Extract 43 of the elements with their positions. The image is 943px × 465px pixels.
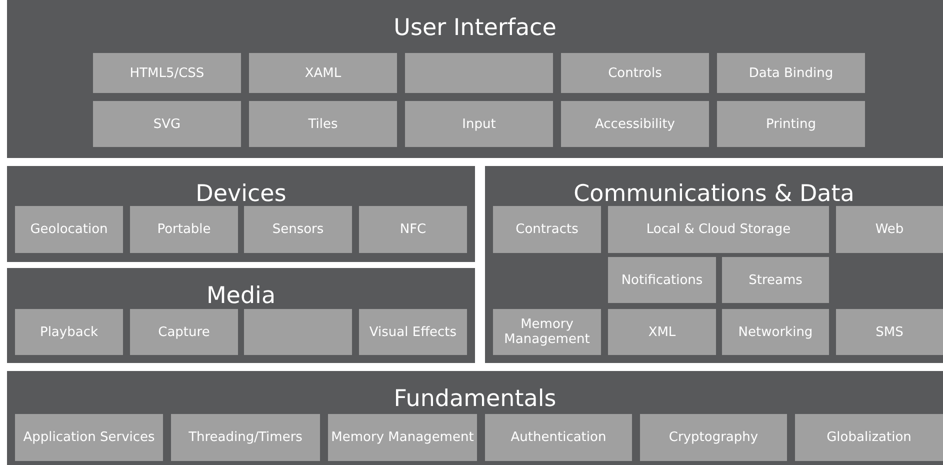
- component-tile: Web: [836, 206, 943, 253]
- component-tile: Input: [405, 101, 553, 147]
- component-tile: Notifications: [608, 257, 716, 303]
- component-tile: Streams: [722, 257, 829, 303]
- component-tile: SVG: [93, 101, 241, 147]
- component-tile: Globalization: [795, 414, 943, 461]
- layer-heading: Fundamentals: [392, 385, 558, 413]
- component-tile: Cryptography: [640, 414, 787, 461]
- component-tile: XAML: [249, 53, 397, 93]
- component-tile: Portable: [130, 206, 238, 253]
- component-tile: Threading/Timers: [171, 414, 320, 461]
- component-tile: Sensors: [244, 206, 352, 253]
- component-tile: Memory Management: [328, 414, 477, 461]
- layer-heading: User Interface: [392, 14, 558, 42]
- component-tile: Authentication: [485, 414, 632, 461]
- component-tile: NFC: [359, 206, 467, 253]
- component-tile: [405, 53, 553, 93]
- component-tile: Playback: [15, 309, 123, 355]
- component-tile: Local & Cloud Storage: [608, 206, 829, 253]
- layer-heading: Communications & Data: [572, 180, 856, 208]
- layer-panel: [7, 268, 475, 363]
- component-tile: Application Services: [15, 414, 163, 461]
- component-tile: Networking: [722, 309, 829, 355]
- component-tile: Accessibility: [561, 101, 709, 147]
- component-tile: Controls: [561, 53, 709, 93]
- layer-panel: [485, 166, 943, 363]
- layer-panel: [7, 0, 943, 158]
- component-tile: HTML5/CSS: [93, 53, 241, 93]
- layer-heading: Devices: [194, 180, 288, 208]
- component-tile: Capture: [130, 309, 238, 355]
- component-tile: [244, 309, 352, 355]
- component-tile: Printing: [717, 101, 865, 147]
- component-tile: Data Binding: [717, 53, 865, 93]
- component-tile: Memory Management: [493, 309, 601, 355]
- component-tile: Visual Effects: [359, 309, 467, 355]
- layer-panel: [7, 166, 475, 262]
- layer-heading: Media: [205, 282, 277, 310]
- layer-panel: [7, 371, 943, 465]
- component-tile: Tiles: [249, 101, 397, 147]
- component-tile: SMS: [836, 309, 943, 355]
- component-tile: Geolocation: [15, 206, 123, 253]
- component-tile: Contracts: [493, 206, 601, 253]
- component-tile: XML: [608, 309, 716, 355]
